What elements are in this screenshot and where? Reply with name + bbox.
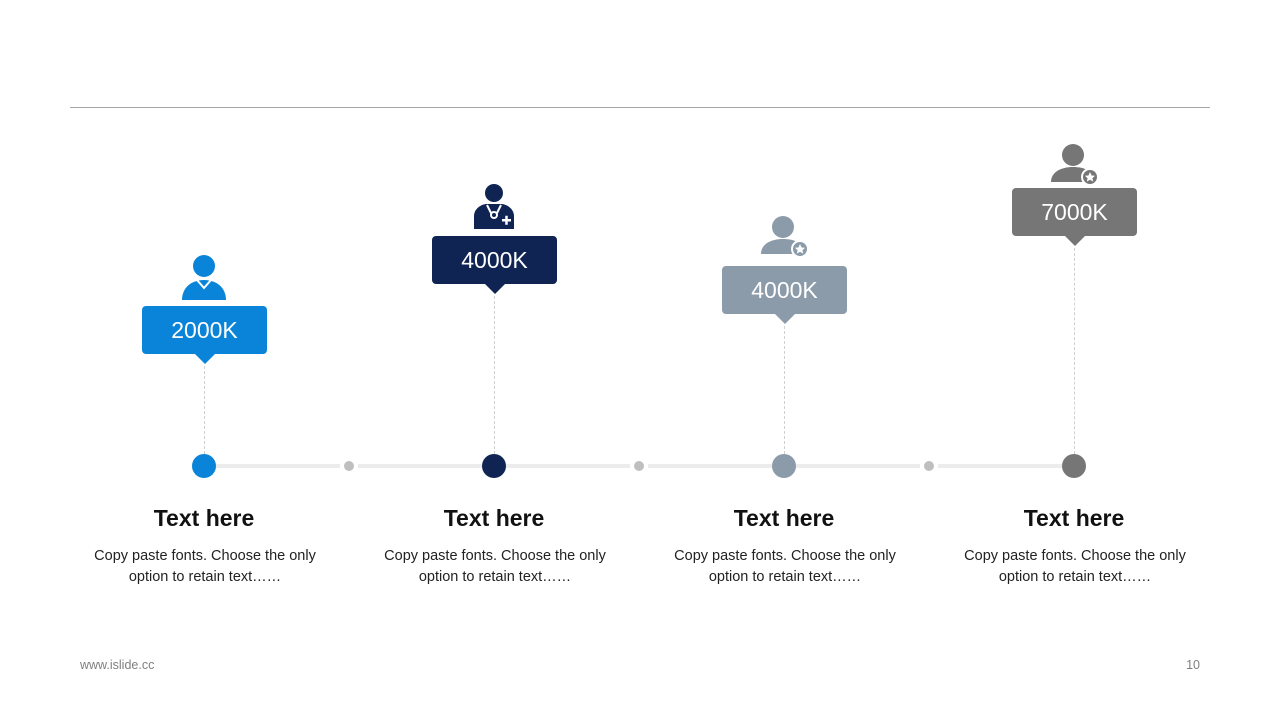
person-star-icon [761,216,809,258]
step-title: Text here [443,505,545,531]
value-badge: 4000K [432,236,557,294]
timeline-track [796,464,920,468]
doctor-plus-icon [474,184,514,229]
timeline-track [938,464,1062,468]
person-icon [182,255,226,300]
step-node [482,454,506,478]
step-description: Copy paste fonts. Choose the only option… [674,548,896,585]
timeline-track [506,464,630,468]
step-title: Text here [733,505,835,531]
step-title: Text here [153,505,255,531]
timeline-track [358,464,482,468]
value-badge: 2000K [142,306,267,364]
step-description: Copy paste fonts. Choose the only option… [94,548,316,585]
page-number: 10 [1186,658,1200,672]
step-stem [494,296,495,454]
person-star-icon [1051,144,1099,186]
step-stem [1074,248,1075,454]
timeline-track [648,464,772,468]
step-description: Copy paste fonts. Choose the only option… [964,548,1186,585]
value-badge: 4000K [722,266,847,324]
step-title: Text here [1023,505,1125,531]
step-node [772,454,796,478]
timeline-connector-dot [634,461,644,471]
top-divider [70,107,1210,108]
value-badge: 7000K [1012,188,1137,246]
timeline-connector-dot [924,461,934,471]
footer-website: www.islide.cc [80,658,155,672]
step-description: Copy paste fonts. Choose the only option… [384,548,606,585]
step-node [1062,454,1086,478]
timeline-track [216,464,340,468]
step-node [192,454,216,478]
timeline-connector-dot [344,461,354,471]
step-stem [204,366,205,454]
step-stem [784,326,785,454]
